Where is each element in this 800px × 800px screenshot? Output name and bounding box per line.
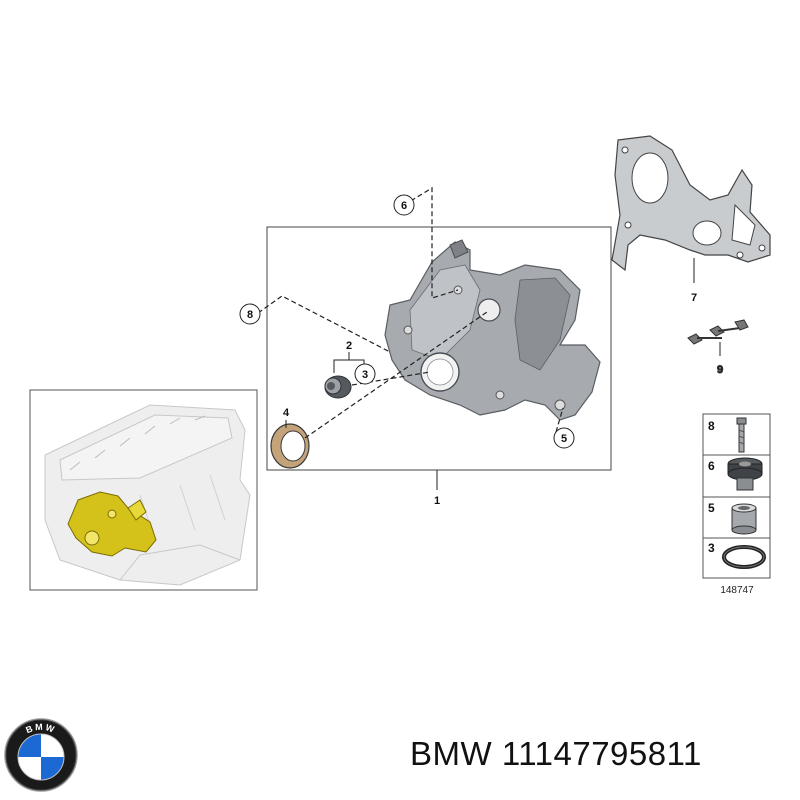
logo-letters: BMW bbox=[24, 722, 55, 735]
legend-number-3: 3 bbox=[708, 541, 715, 555]
legend-number-8: 8 bbox=[708, 419, 715, 433]
callout-6: 6 bbox=[393, 194, 415, 216]
callout-5: 5 bbox=[553, 427, 575, 449]
diagram-reference-number: 148747 bbox=[720, 585, 754, 596]
callout-8-text: 8 bbox=[247, 309, 253, 321]
callout-7-text: 7 bbox=[691, 292, 697, 304]
callout-1-text: 1 bbox=[434, 495, 440, 507]
legend-row-rubber-mount: 6 bbox=[708, 457, 763, 491]
highlighted-timing-cover bbox=[67, 491, 157, 557]
callout-2: 2 bbox=[346, 340, 352, 352]
legend-row-ring: 3 bbox=[708, 541, 766, 569]
callout-2-text: 2 bbox=[346, 340, 352, 352]
engine-overview-inset bbox=[29, 389, 258, 591]
legend-number-5: 5 bbox=[708, 501, 715, 515]
legend-row-sleeve: 5 bbox=[708, 501, 757, 535]
gasket-part-7: 7 bbox=[611, 135, 771, 304]
callout-9-text: 9 bbox=[717, 364, 723, 376]
shaft-seal-part-4 bbox=[270, 423, 310, 469]
svg-text:BMW: BMW bbox=[24, 722, 57, 735]
callout-3-text: 3 bbox=[362, 369, 368, 381]
screws-part-9: 9 bbox=[687, 319, 749, 377]
caption-part-number: 11147795811 bbox=[501, 735, 702, 772]
callout-8: 8 bbox=[239, 303, 261, 325]
callout-1: 1 bbox=[434, 495, 440, 507]
legend-row-bolt: 8 bbox=[708, 417, 747, 453]
bmw-logo: BMW bbox=[4, 718, 78, 792]
callout-6-text: 6 bbox=[401, 200, 407, 212]
callout-4: 4 bbox=[283, 407, 290, 428]
part-caption: BMW 11147795811 bbox=[410, 735, 790, 773]
caption-brand: BMW bbox=[410, 735, 493, 772]
callout-4-text: 4 bbox=[283, 407, 290, 419]
legend-number-6: 6 bbox=[708, 459, 715, 473]
seal-part-3 bbox=[324, 375, 352, 399]
leader-lines bbox=[257, 186, 564, 439]
main-assembly-frame bbox=[266, 226, 612, 490]
timing-cover-main bbox=[384, 239, 601, 421]
callout-3: 3 bbox=[354, 363, 376, 385]
legend-panel: 8 6 5 3 148747 bbox=[702, 413, 771, 596]
callout-5-text: 5 bbox=[561, 433, 567, 445]
